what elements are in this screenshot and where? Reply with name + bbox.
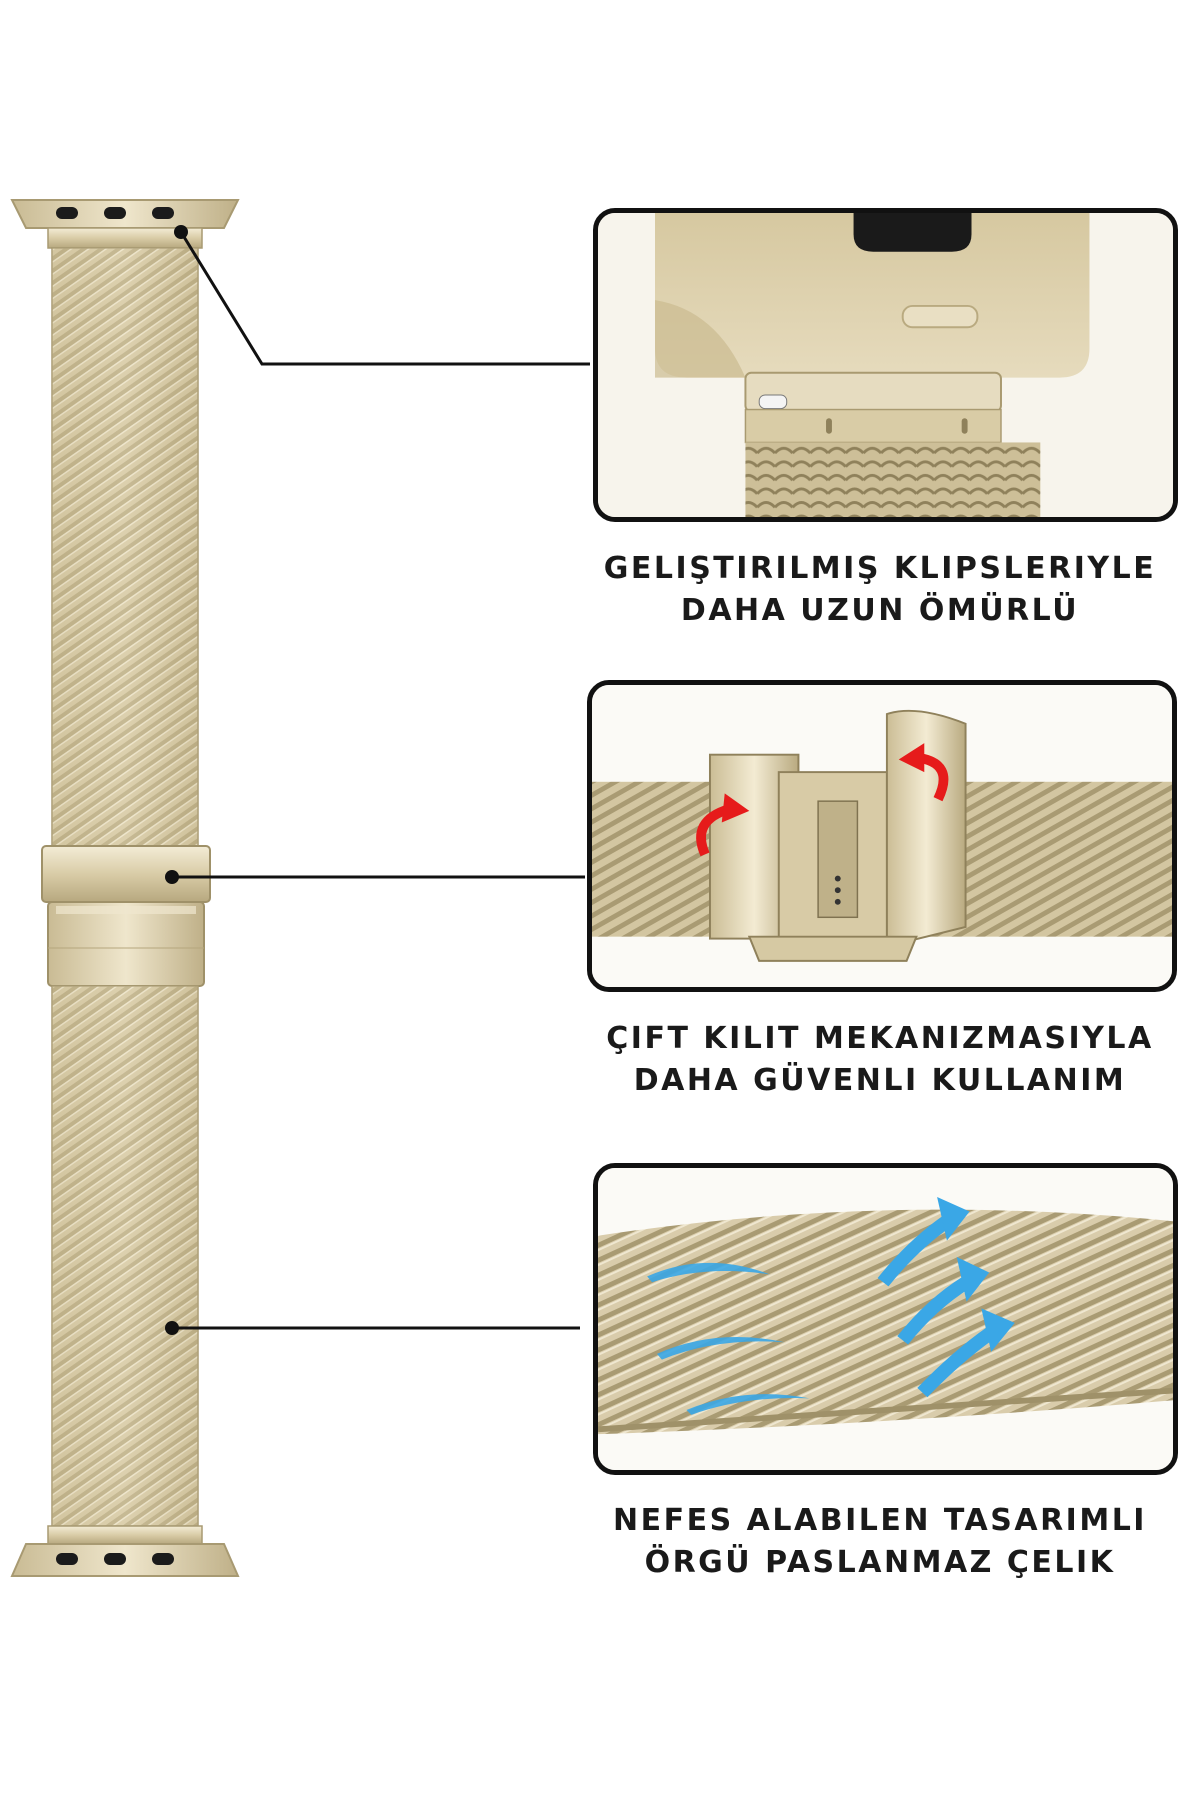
bottom-connector-icon: [10, 1525, 240, 1577]
double-lock-clasp-icon: [592, 685, 1172, 987]
caption-line: ÇIFT KILIT MEKANIZMASIYLA: [606, 1021, 1154, 1056]
blue-arrow-icon: [917, 1308, 1015, 1398]
breathable-mesh-icon: [598, 1168, 1173, 1470]
milanese-band-image: [10, 199, 240, 1577]
top-connector-icon: [10, 199, 240, 249]
blue-arrow-icon: [686, 1394, 810, 1415]
feature-caption-mesh: NEFES ALABILEN TASARIMLI ÖRGÜ PASLANMAZ …: [590, 1500, 1170, 1584]
blue-arrow-icon: [647, 1262, 771, 1283]
clasp-icon: [41, 845, 211, 987]
caption-line: ÖRGÜ PASLANMAZ ÇELIK: [644, 1545, 1116, 1580]
caption-line: NEFES ALABILEN TASARIMLI: [613, 1503, 1147, 1538]
blue-arrow-icon: [897, 1257, 990, 1345]
watch-connector-clip-icon: [598, 213, 1173, 517]
red-arrow-icon: [696, 793, 750, 857]
feature-caption-clip: GELIŞTIRILMIŞ KLIPSLERIYLE DAHA UZUN ÖMÜ…: [590, 548, 1170, 632]
caption-line: DAHA GÜVENLI KULLANIM: [633, 1063, 1127, 1098]
red-arrow-icon: [898, 743, 949, 802]
feature-panel-clasp: [587, 680, 1177, 992]
caption-line: DAHA UZUN ÖMÜRLÜ: [680, 593, 1080, 628]
blue-arrow-icon: [656, 1337, 785, 1360]
feature-caption-clasp: ÇIFT KILIT MEKANIZMASIYLA DAHA GÜVENLI K…: [590, 1018, 1170, 1102]
feature-panel-mesh: [593, 1163, 1178, 1475]
feature-panel-clip: [593, 208, 1178, 522]
caption-line: GELIŞTIRILMIŞ KLIPSLERIYLE: [603, 551, 1157, 586]
